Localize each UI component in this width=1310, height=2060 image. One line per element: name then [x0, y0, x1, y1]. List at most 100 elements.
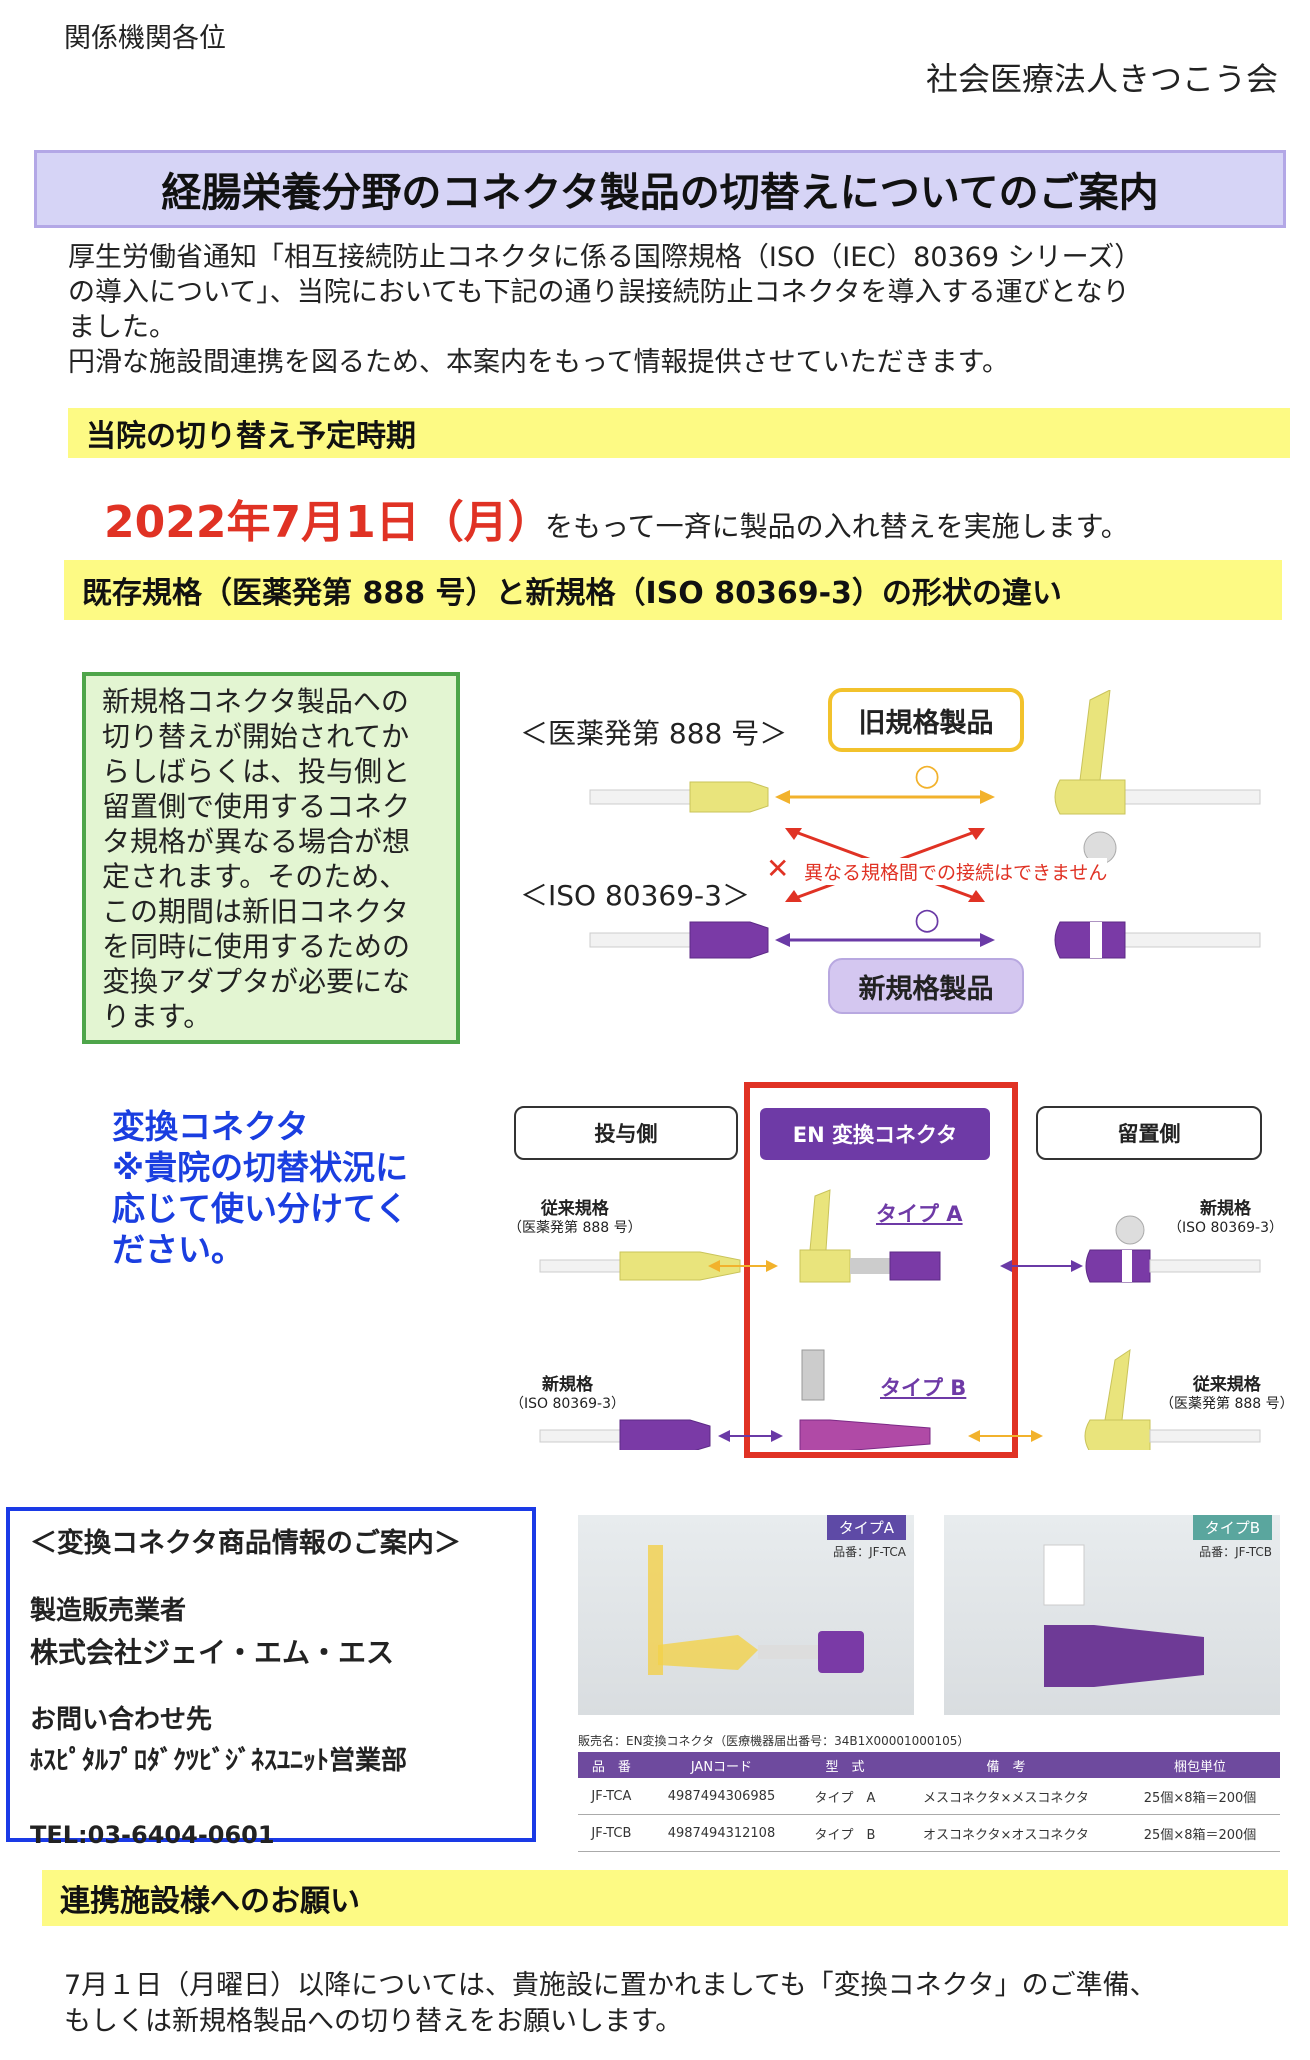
converter-note-line: 変換コネクタ: [112, 1107, 309, 1146]
maker-name: 株式会社ジェイ・エム・エス: [30, 1636, 395, 1669]
label-sub: （医薬発第 888 号）: [508, 1220, 642, 1236]
intro-paragraph: 厚生労働省通知「相互接続防止コネクタに係る国際規格（ISO（IEC）80369 …: [68, 240, 1268, 380]
old-male-connector-icon: [619, 1251, 741, 1281]
intro-line: ました。: [68, 312, 176, 343]
label-main: 従来規格: [1192, 1375, 1261, 1395]
photo-tag: タイプA: [826, 1515, 906, 1540]
recipient: 関係機関各位: [64, 23, 226, 54]
old-connector-female-icon: [1054, 779, 1126, 815]
spec-table-header: 品 番 JANコード 型 式 備 考 梱包単位: [578, 1752, 1280, 1778]
type-b-label: タイプ B: [880, 1376, 967, 1400]
col-header: 型 式: [798, 1752, 892, 1778]
note-line: 新規格コネクタ製品への: [102, 685, 409, 718]
product-photo-type-b: タイプB 品番：JF-TCB: [944, 1515, 1280, 1715]
old-standard-label: ＜医薬発第 888 号＞: [520, 717, 788, 750]
product-info-heading: ＜変換コネクタ商品情報のご案内＞: [30, 1528, 461, 1559]
closing-paragraph: 7月１日（月曜日）以降については、貴施設に置かれましても「変換コネクタ」のご準備…: [64, 1968, 1157, 2040]
contact-department: ﾎｽﾋﾟﾀﾙﾌﾟﾛﾀﾞｸﾂﾋﾞｼﾞﾈｽﾕﾆｯﾄ営業部: [30, 1746, 408, 1776]
converter-note-line: ※貴院の切替状況に: [112, 1148, 409, 1187]
table-row: JF-TCA 4987494306985 タイプ A メスコネクタ×メスコネクタ…: [578, 1778, 1280, 1815]
note-line: らしばらくは、投与側と: [102, 755, 411, 788]
type-a-label: タイプ A: [876, 1202, 963, 1226]
converter-note-line: 応じて使い分けてく: [112, 1189, 409, 1228]
compatible-new-mark: ○: [914, 902, 941, 937]
contact-label: お問い合わせ先: [30, 1705, 213, 1735]
cell: 4987494312108: [644, 1814, 799, 1852]
label-main: 新規格: [1199, 1199, 1251, 1219]
spec-table: 品 番 JANコード 型 式 備 考 梱包単位 JF-TCA 498749430…: [578, 1752, 1280, 1852]
note-line: 切り替えが開始されてか: [102, 720, 410, 753]
header-en-converter: EN 変換コネクタ: [760, 1108, 990, 1160]
row2-right-label: 従来規格（医薬発第 888 号）: [1160, 1376, 1294, 1414]
header-administration-side: 投与側: [514, 1106, 738, 1160]
row2-left-label: 新規格（ISO 80369-3）: [510, 1376, 625, 1414]
contact-phone: TEL:03-6404-0601: [30, 1821, 275, 1849]
note-line: この期間は新旧コネクタ: [102, 895, 409, 928]
incompatible-mark-icon: ✕: [766, 852, 790, 885]
old-connector-male-icon: [689, 781, 769, 813]
row1-right-label: 新規格（ISO 80369-3）: [1168, 1200, 1283, 1238]
note-line: を同時に使用するための: [102, 930, 411, 963]
intro-line: の導入について」、当院においても下記の通り誤接続防止コネクタを導入する運びとなり: [68, 277, 1130, 308]
col-header: 梱包単位: [1120, 1752, 1280, 1778]
photo-tag: タイプB: [1192, 1515, 1272, 1540]
note-line: タ規格が異なる場合が想: [102, 825, 411, 858]
section-heading-shape-difference: 既存規格（医薬発第 888 号）と新規格（ISO 80369-3）の形状の違い: [64, 560, 1282, 620]
intro-line: 円滑な施設間連携を図るため、本案内をもって情報提供させていただきます。: [68, 347, 1009, 378]
intro-line: 厚生労働省通知「相互接続防止コネクタに係る国際規格（ISO（IEC）80369 …: [68, 242, 1142, 273]
note-line: ります。: [102, 1000, 212, 1033]
label-sub: （ISO 80369-3）: [1168, 1220, 1283, 1236]
note-line: 定されます。そのため、: [102, 860, 408, 893]
cell: JF-TCA: [578, 1778, 645, 1815]
cell: タイプ A: [798, 1778, 892, 1815]
product-photo-type-a: タイプA 品番：JF-TCA: [578, 1515, 914, 1715]
page-title: 経腸栄養分野のコネクタ製品の切替えについてのご案内: [34, 150, 1286, 228]
switch-date: 2022年7月1日（月）: [104, 497, 552, 548]
cell: 4987494306985: [644, 1778, 799, 1815]
transition-note: 新規格コネクタ製品への 切り替えが開始されてか らしばらくは、投与側と 留置側で…: [82, 672, 460, 1044]
header-indwelling-side: 留置側: [1036, 1106, 1262, 1160]
photo-code: 品番：JF-TCB: [1199, 1545, 1272, 1559]
closing-line: もしくは新規格製品への切り替えをお願いします。: [64, 2006, 683, 2037]
spec-caption: 販売名：EN変換コネクタ（医療機器届出番号：34B1X00001000105）: [578, 1734, 970, 1748]
photo-code: 品番：JF-TCA: [833, 1545, 906, 1559]
converter-note-line: ださい。: [112, 1230, 244, 1269]
new-female-connector-icon: [1085, 1249, 1151, 1283]
type-b-connector-icon: [1043, 1544, 1204, 1687]
converter-note: 変換コネクタ ※貴院の切替状況に 応じて使い分けてく ださい。: [112, 1106, 408, 1270]
new-standard-label: ＜ISO 80369-3＞: [520, 879, 750, 912]
note-line: 変換アダプタが必要にな: [102, 965, 411, 998]
row1-left-label: 従来規格（医薬発第 888 号）: [508, 1200, 642, 1238]
connector-comparison-diagram: [589, 690, 1261, 959]
cell: オスコネクタ×オスコネクタ: [891, 1814, 1121, 1852]
label-sub: （医薬発第 888 号）: [1160, 1396, 1294, 1412]
section-heading-schedule: 当院の切り替え予定時期: [68, 408, 1290, 458]
cell: JF-TCB: [578, 1814, 645, 1852]
cell: タイプ B: [798, 1814, 892, 1852]
compatible-old-mark: ○: [914, 758, 941, 793]
cell: メスコネクタ×メスコネクタ: [891, 1778, 1121, 1815]
converter-usage-diagram: [539, 1189, 1261, 1450]
col-header: JANコード: [644, 1752, 799, 1778]
type-a-converter-icon: [799, 1249, 851, 1283]
old-female-connector-icon: [1084, 1419, 1151, 1450]
closing-line: 7月１日（月曜日）以降については、貴施設に置かれましても「変換コネクタ」のご準備…: [64, 1970, 1157, 2001]
section-heading-request: 連携施設様へのお願い: [42, 1870, 1288, 1926]
table-row: JF-TCB 4987494312108 タイプ B オスコネクタ×オスコネクタ…: [578, 1814, 1280, 1852]
new-connector-male-icon: [689, 921, 769, 959]
cell: 25個×8箱＝200個: [1120, 1778, 1280, 1815]
new-male-connector-icon: [619, 1419, 711, 1450]
maker-label: 製造販売業者: [30, 1596, 187, 1626]
type-a-connector-icon: [648, 1545, 864, 1675]
switch-date-tail: をもって一斉に製品の入れ替えを実施します。: [545, 510, 1129, 543]
col-header: 備 考: [891, 1752, 1121, 1778]
old-product-pill: 旧規格製品: [828, 688, 1024, 752]
cell: 25個×8箱＝200個: [1120, 1814, 1280, 1852]
converter-highlight-frame: [744, 1082, 1018, 1458]
col-header: 品 番: [578, 1752, 645, 1778]
incompatible-text: 異なる規格間での接続はできません: [804, 858, 1108, 885]
label-sub: （ISO 80369-3）: [510, 1396, 625, 1412]
label-main: 新規格: [541, 1375, 593, 1395]
new-product-pill: 新規格製品: [828, 958, 1024, 1014]
note-line: 留置側で使用するコネク: [102, 790, 411, 823]
